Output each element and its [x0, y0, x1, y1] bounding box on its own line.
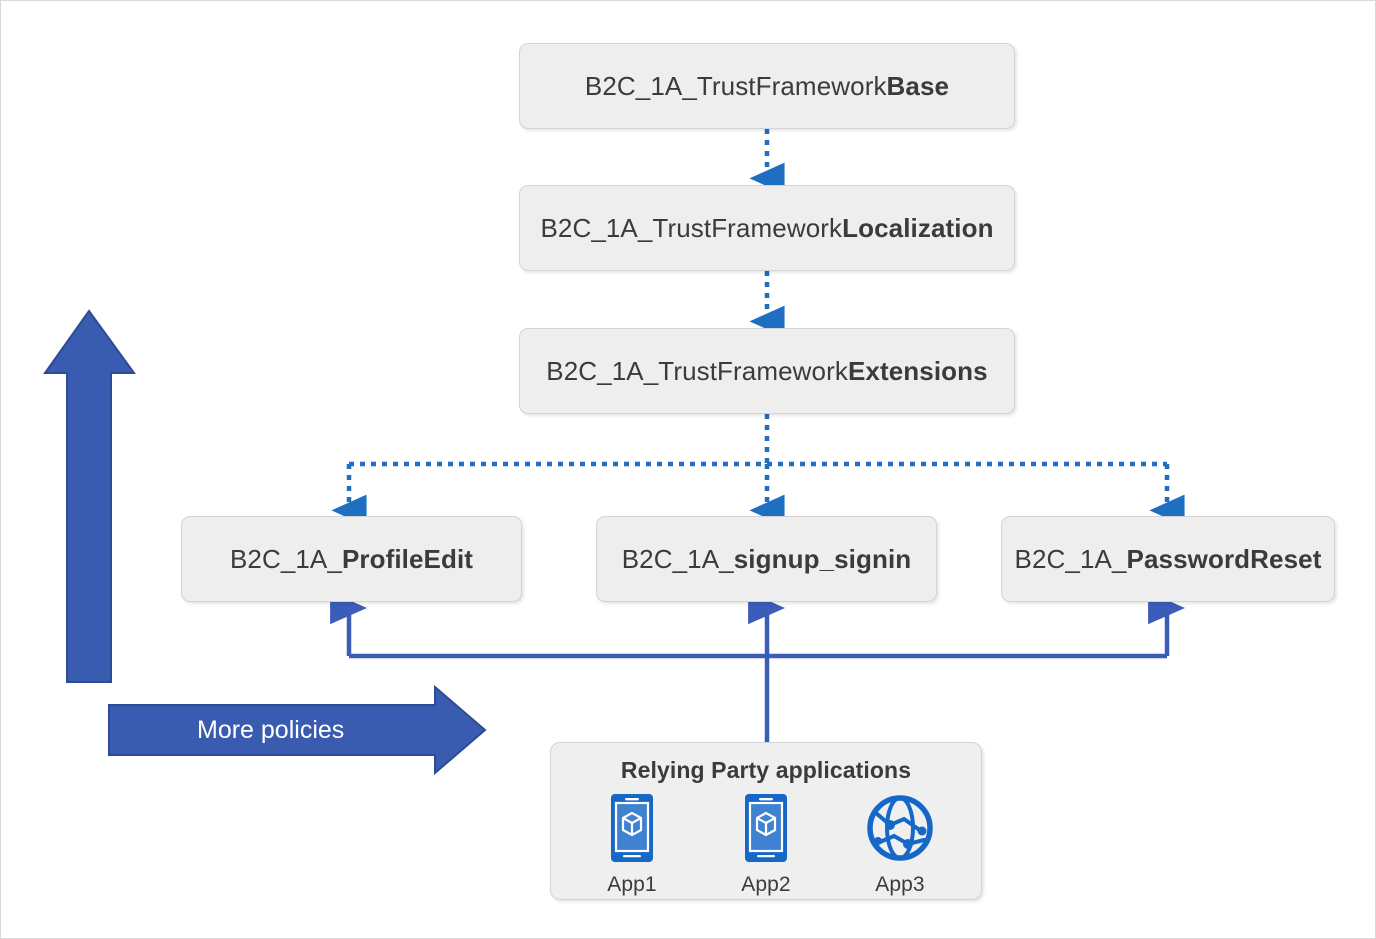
node-policy-passwordreset[interactable]: B2C_1A_PasswordReset — [1001, 516, 1335, 602]
app3-label: App3 — [875, 873, 925, 896]
app2-label: App2 — [741, 873, 791, 896]
app1-label: App1 — [607, 873, 657, 896]
node-profileedit-suffix: ProfileEdit — [341, 543, 474, 574]
node-signupsignin-prefix: B2C_1A_ — [621, 543, 734, 574]
node-policy-signup-signin[interactable]: B2C_1A_signup_signin — [596, 516, 937, 602]
panel-relying-party-applications: Relying Party applications App1 — [550, 742, 982, 900]
node-extensions-prefix: B2C_1A_TrustFramework — [546, 355, 848, 386]
relying-party-title: Relying Party applications — [620, 757, 912, 783]
list-item-app2[interactable]: App2 — [723, 792, 809, 897]
node-base-prefix: B2C_1A_TrustFramework — [584, 70, 887, 101]
connector-apps-to-policies — [330, 591, 1185, 742]
node-policy-profileedit[interactable]: B2C_1A_ProfileEdit — [181, 516, 522, 602]
relying-party-app-list: App1 App2 — [551, 792, 981, 897]
callout-label-more-policies: More policies — [197, 716, 345, 744]
node-profileedit-prefix: B2C_1A_ — [229, 543, 342, 574]
list-item-app3[interactable]: App3 — [857, 792, 943, 897]
node-passwordreset-prefix: B2C_1A_ — [1014, 543, 1127, 574]
connector-extensions-to-policies — [331, 414, 1185, 527]
node-base-suffix: Base — [886, 70, 950, 101]
list-item-app1[interactable]: App1 — [589, 792, 675, 897]
node-localization-prefix: B2C_1A_TrustFramework — [540, 212, 843, 243]
node-passwordreset-suffix: PasswordReset — [1126, 543, 1322, 574]
mobile-app-icon — [611, 794, 653, 862]
mobile-app-icon — [745, 794, 787, 862]
web-app-globe-icon — [867, 795, 933, 861]
node-localization-suffix: Localization — [842, 212, 994, 243]
callout-arrow-inheritance — [43, 309, 136, 683]
node-extensions-suffix: Extensions — [847, 355, 988, 386]
node-signupsignin-suffix: signup_signin — [733, 543, 912, 574]
